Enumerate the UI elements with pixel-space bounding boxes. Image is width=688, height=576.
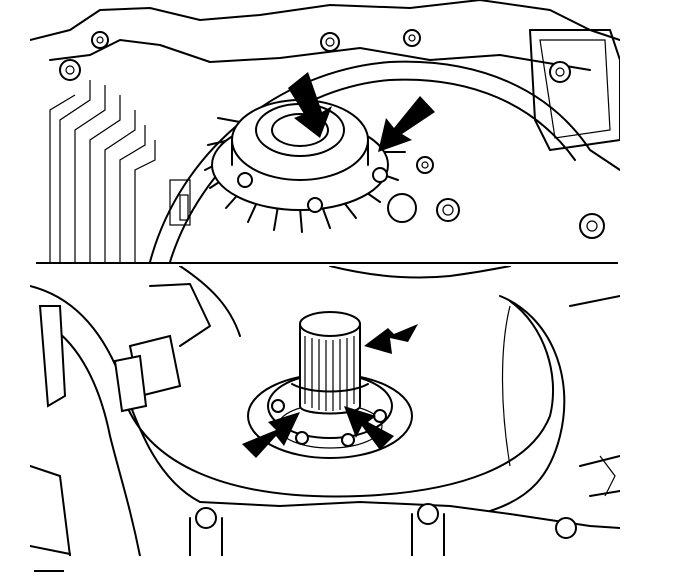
pointer-arrow-pump-side xyxy=(378,96,435,152)
bolt-bosses xyxy=(59,29,605,239)
splined-shaft xyxy=(291,311,369,415)
pump-assembly-drawing xyxy=(30,0,620,262)
pointer-arrow-seal-left xyxy=(242,412,300,458)
footer-rule xyxy=(34,570,64,572)
top-illustration-panel xyxy=(30,0,620,262)
pointer-arrow-pump-center xyxy=(288,72,332,138)
bottom-illustration-panel xyxy=(30,266,620,556)
pointer-arrow-seal-right xyxy=(344,406,394,450)
case-bolt-holes xyxy=(189,503,577,556)
panel-divider xyxy=(36,262,618,264)
pump-housing xyxy=(211,99,389,213)
shaft-seal-drawing xyxy=(30,266,620,556)
left-bracket xyxy=(30,283,211,555)
valve-body-channels xyxy=(49,80,191,262)
pointer-arrow-shaft-spline xyxy=(364,324,418,354)
